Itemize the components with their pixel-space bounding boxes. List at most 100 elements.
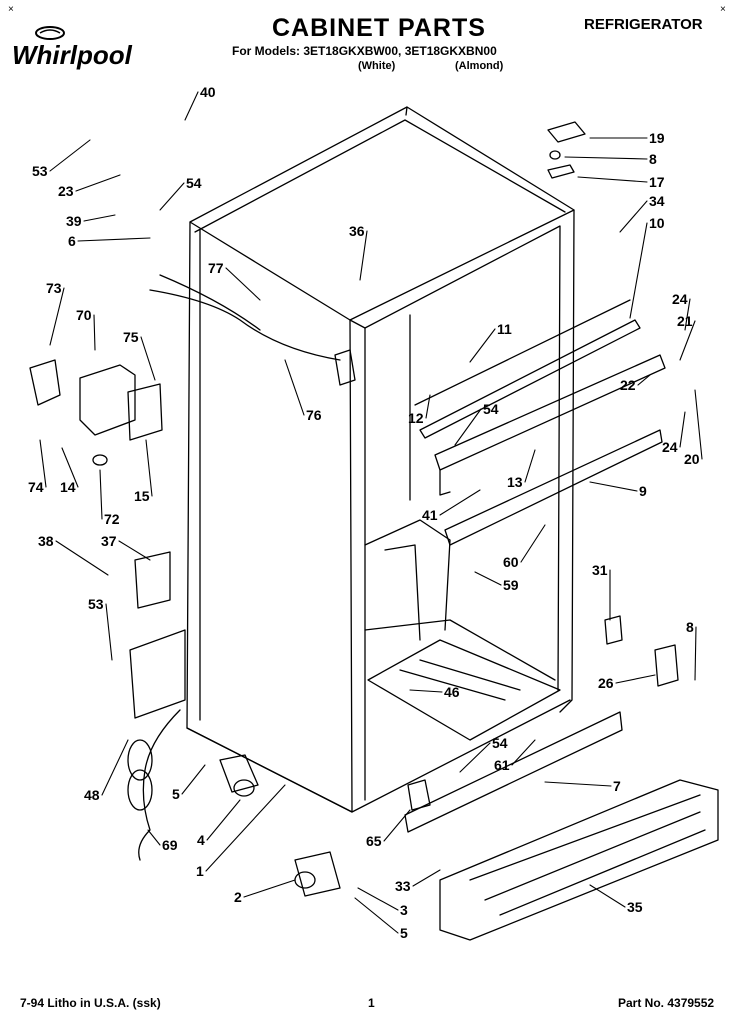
leveling-roller <box>219 754 259 797</box>
callout-label: 73 <box>46 280 62 296</box>
callout-leader-line <box>637 374 651 386</box>
callout-leader-line <box>243 879 296 898</box>
crossbar-assembly <box>414 299 666 546</box>
callout-leader-line <box>225 267 261 301</box>
callout-leader-line <box>615 674 656 684</box>
svg-text:Whirlpool: Whirlpool <box>12 40 133 70</box>
callout-leader-line <box>469 328 496 363</box>
callout-label: 20 <box>684 451 700 467</box>
callout-label: 23 <box>58 183 74 199</box>
callout-leader-line <box>354 897 399 934</box>
callout-label: 60 <box>503 554 519 570</box>
callout-leader-line <box>679 411 686 448</box>
callout-label: 31 <box>592 562 608 578</box>
callout-leader-line <box>679 320 696 361</box>
callout-label: 59 <box>503 577 519 593</box>
callout-label: 11 <box>497 321 512 337</box>
callout-leader-line <box>118 540 151 561</box>
callout-label: 17 <box>649 174 665 190</box>
callout-label: 7 <box>613 778 621 794</box>
callout-label: 13 <box>507 474 523 490</box>
callout-leader-line <box>511 739 536 766</box>
callout-leader-line <box>105 603 113 661</box>
wire-harness <box>149 274 356 386</box>
callout-label: 3 <box>400 902 408 918</box>
callout-leader-line <box>205 784 286 872</box>
callout-leader-line <box>75 174 121 192</box>
callout-leader-line <box>454 408 482 446</box>
whirlpool-logo: Whirlpool <box>12 26 133 70</box>
callout-leader-line <box>412 869 441 887</box>
callout-label: 41 <box>422 507 438 523</box>
callout-label: 2 <box>234 889 242 905</box>
footer-litho: 7-94 Litho in U.S.A. (ssk) <box>20 996 161 1010</box>
callout-label: 9 <box>639 483 647 499</box>
callout-leader-line <box>145 439 153 497</box>
page-title: CABINET PARTS <box>272 14 486 42</box>
callout-label: 12 <box>408 410 424 426</box>
callout-label: 8 <box>649 151 657 167</box>
callout-label: 53 <box>88 596 104 612</box>
callout-leader-line <box>99 469 103 520</box>
callout-leader-line <box>147 829 161 846</box>
callout-leader-line <box>49 287 65 346</box>
callout-label: 24 <box>662 439 678 455</box>
callout-leader-line <box>184 91 199 121</box>
callout-label: 48 <box>84 787 100 803</box>
callout-leader-line <box>359 230 368 281</box>
callout-label: 53 <box>32 163 48 179</box>
callout-leader-line <box>409 689 443 693</box>
callout-leader-line <box>589 481 638 492</box>
callout-label: 70 <box>76 307 92 323</box>
callout-leader-line <box>694 626 697 681</box>
compressor-bracket <box>129 551 186 719</box>
callout-label: 33 <box>395 878 411 894</box>
callout-leader-line <box>577 176 648 183</box>
footer-part-number: Part No. 4379552 <box>618 996 715 1010</box>
callout-label: 65 <box>366 833 382 849</box>
grille-bracket <box>407 615 679 811</box>
callout-leader-line <box>93 314 96 351</box>
callout-label: 72 <box>104 511 120 527</box>
callout-leader-line <box>49 139 91 172</box>
callout-label: 76 <box>306 407 322 423</box>
callout-leader-line <box>459 742 491 773</box>
callout-label: 61 <box>494 757 510 773</box>
callout-leader-line <box>684 298 691 331</box>
callout-label: 5 <box>172 786 180 802</box>
footer-page-number: 1 <box>368 996 375 1010</box>
callout-label: 38 <box>38 533 54 549</box>
callout-leader-line <box>439 489 481 516</box>
callout-label: 5 <box>400 925 408 941</box>
callout-label: 37 <box>101 533 117 549</box>
cabinet-shell <box>186 106 575 813</box>
front-roller <box>294 851 341 897</box>
callout-leader-line <box>619 200 648 233</box>
corner-mark-left: × <box>8 4 14 15</box>
callout-label: 15 <box>134 488 150 504</box>
callout-leader-line <box>629 222 648 319</box>
callout-leader-line <box>520 524 546 563</box>
color-almond-label: (Almond) <box>455 60 504 72</box>
corner-mark-right: × <box>720 4 726 15</box>
callout-leader-line <box>55 540 109 576</box>
callout-leader-line <box>206 799 241 841</box>
cabinet-interior <box>364 314 561 741</box>
callout-leader-line <box>474 571 502 586</box>
callout-label: 54 <box>483 401 499 417</box>
callout-leader-line <box>181 764 206 795</box>
callout-label: 54 <box>492 735 508 751</box>
callout-label: 74 <box>28 479 44 495</box>
product-type: REFRIGERATOR <box>584 16 703 33</box>
callout-label: 8 <box>686 619 694 635</box>
callout-leader-line <box>101 739 129 796</box>
callout-leader-line <box>77 237 151 242</box>
callout-leader-line <box>159 182 185 211</box>
callout-leader-line <box>694 389 703 460</box>
callout-leader-line <box>564 156 648 160</box>
callout-leader-line <box>357 887 399 911</box>
hinge-top <box>547 121 586 179</box>
callout-label: 77 <box>208 260 224 276</box>
callout-label: 21 <box>677 313 693 329</box>
